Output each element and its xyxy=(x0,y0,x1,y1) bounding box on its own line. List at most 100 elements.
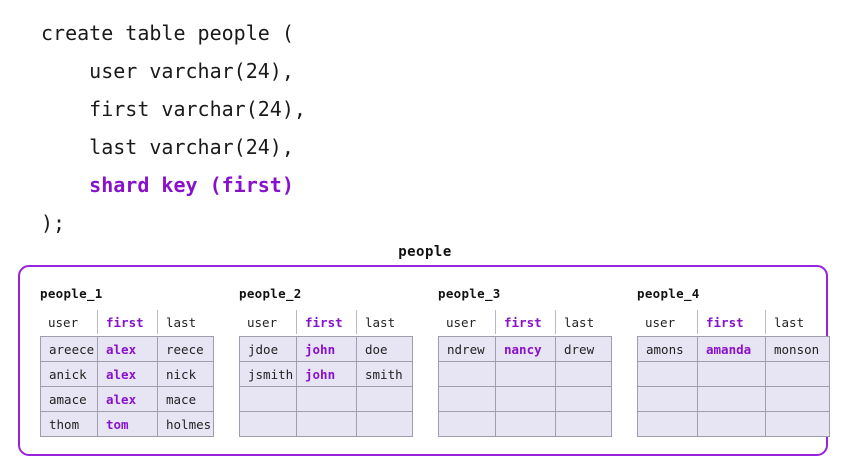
cell-last: mace xyxy=(157,386,214,412)
cell-empty xyxy=(637,361,698,387)
cell-last: smith xyxy=(356,361,413,387)
cell-user: jdoe xyxy=(239,336,297,362)
shard-name-label: people_1 xyxy=(40,286,103,301)
cell-first: nancy xyxy=(495,336,556,362)
cell-empty xyxy=(296,386,357,412)
cell-empty xyxy=(765,386,830,412)
cell-empty xyxy=(495,386,556,412)
column-header-user: user xyxy=(247,314,278,330)
cell-empty xyxy=(438,386,496,412)
sql-line: user varchar(24), xyxy=(41,59,294,83)
cell-user: amace xyxy=(40,386,98,412)
cell-user: ndrew xyxy=(438,336,496,362)
sql-line: create table people ( xyxy=(41,21,294,45)
table-row xyxy=(438,361,612,387)
column-header-first: first xyxy=(697,310,765,334)
cell-empty xyxy=(765,361,830,387)
shard-name-label: people_4 xyxy=(637,286,700,301)
column-header-user: user xyxy=(645,314,676,330)
cell-user: jsmith xyxy=(239,361,297,387)
cell-empty xyxy=(555,411,612,437)
cell-last: monson xyxy=(765,336,830,362)
cell-user: areece xyxy=(40,336,98,362)
table-row xyxy=(239,386,413,412)
shard-name-label: people_2 xyxy=(239,286,302,301)
cell-last: holmes xyxy=(157,411,214,437)
cell-first: john xyxy=(296,336,357,362)
shard-name-label: people_3 xyxy=(438,286,501,301)
cell-last: nick xyxy=(157,361,214,387)
cell-empty xyxy=(495,361,556,387)
column-header-last: last xyxy=(356,310,412,334)
column-header-first: first xyxy=(495,310,555,334)
sql-line: last varchar(24), xyxy=(41,135,294,159)
cell-empty xyxy=(697,411,766,437)
cell-empty xyxy=(495,411,556,437)
cell-first: john xyxy=(296,361,357,387)
cell-first: amanda xyxy=(697,336,766,362)
cell-empty xyxy=(296,411,357,437)
sql-line: shard key (first) xyxy=(41,173,294,197)
column-header-user: user xyxy=(446,314,477,330)
cell-user: thom xyxy=(40,411,98,437)
logical-table-title: people xyxy=(398,244,452,260)
cell-user: amons xyxy=(637,336,698,362)
cell-empty xyxy=(697,386,766,412)
sql-line: first varchar(24), xyxy=(41,97,306,121)
sql-line: ); xyxy=(41,211,66,235)
column-header-last: last xyxy=(555,310,611,334)
column-header-last: last xyxy=(157,310,213,334)
cell-user: anick xyxy=(40,361,98,387)
table-row xyxy=(637,361,830,387)
cell-empty xyxy=(239,411,297,437)
cell-empty xyxy=(765,411,830,437)
column-header-first: first xyxy=(97,310,157,334)
cell-empty xyxy=(438,361,496,387)
table-row xyxy=(637,411,830,437)
table-row xyxy=(438,411,612,437)
column-header-last: last xyxy=(765,310,829,334)
cell-first: alex xyxy=(97,386,158,412)
cell-empty xyxy=(438,411,496,437)
cell-empty xyxy=(697,361,766,387)
column-header-user: user xyxy=(48,314,79,330)
cell-empty xyxy=(555,386,612,412)
cell-first: alex xyxy=(97,361,158,387)
cell-empty xyxy=(637,411,698,437)
cell-last: reece xyxy=(157,336,214,362)
table-row xyxy=(438,386,612,412)
cell-empty xyxy=(637,386,698,412)
cell-empty xyxy=(356,386,413,412)
cell-first: alex xyxy=(97,336,158,362)
column-header-first: first xyxy=(296,310,356,334)
cell-empty xyxy=(356,411,413,437)
cell-empty xyxy=(555,361,612,387)
sql-code-block: create table people ( user varchar(24), … xyxy=(41,14,641,242)
cell-first: tom xyxy=(97,411,158,437)
cell-last: drew xyxy=(555,336,612,362)
cell-empty xyxy=(239,386,297,412)
cell-last: doe xyxy=(356,336,413,362)
